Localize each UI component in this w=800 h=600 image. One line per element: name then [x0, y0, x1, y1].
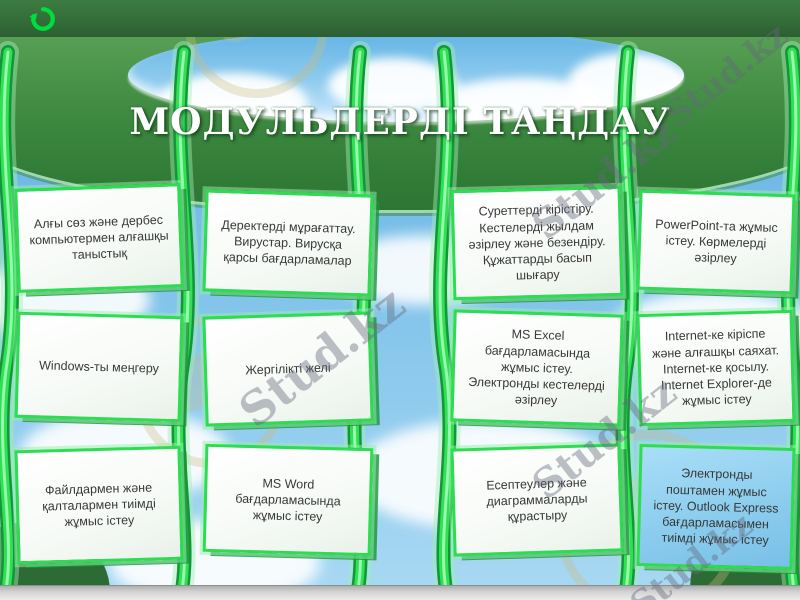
module-card-local-network[interactable]: Жергілікті желі — [202, 311, 374, 427]
bottom-strip — [0, 585, 800, 600]
replay-icon[interactable] — [28, 4, 58, 34]
page-title: МОДУЛЬДЕРДІ ТАҢДАУ — [129, 101, 671, 143]
module-card-label: MS Word бағдарламасында жұмыс істеу — [235, 475, 341, 525]
module-card-intro[interactable]: Алғы сөз және дербес компьютермен алғашқ… — [14, 183, 184, 293]
module-card-internet[interactable]: Internet-ке кіріспе және алғашқы саяхат.… — [636, 309, 796, 427]
module-card-label: Суреттерді кірістіру. Кестелерді жылдам … — [468, 201, 606, 283]
module-card-label: Электронды поштамен жұмыс істеу. Outlook… — [653, 466, 779, 548]
module-card-ms-word[interactable]: MS Word бағдарламасында жұмыс істеу — [202, 443, 374, 557]
top-bar — [0, 0, 800, 37]
module-card-pictures-tables[interactable]: Суреттерді кірістіру. Кестелерді жылдам … — [450, 185, 624, 301]
module-card-label: Алғы сөз және дербес компьютермен алғашқ… — [29, 212, 169, 263]
module-card-calculations-diagrams[interactable]: Есептеулер және диаграммаларды құрастыру — [450, 443, 624, 557]
module-card-ms-excel[interactable]: MS Excel бағдарламасында жұмыс істеу. Эл… — [450, 309, 624, 427]
module-card-label: MS Excel бағдарламасында жұмыс істеу. Эл… — [467, 327, 605, 409]
module-card-label: Есептеулер және диаграммаларды құрастыру — [486, 475, 588, 525]
module-card-powerpoint[interactable]: PowerPoint-та жұмыс істеу. Көрмелерді әз… — [636, 189, 796, 295]
module-card-label: Windows-ты меңгеру — [38, 358, 160, 376]
module-card-label: Файлдармен және қалталармен тиімді жұмыс… — [42, 480, 156, 530]
module-card-windows[interactable]: Windows-ты меңгеру — [14, 311, 184, 423]
module-card-label: PowerPoint-та жұмыс істеу. Көрмелерді әз… — [655, 216, 778, 266]
module-card-label: Деректерді мұрағаттау. Вирустар. Вирусқа… — [221, 217, 356, 269]
module-card-label: Internet-ке кіріспе және алғашқы саяхат.… — [651, 326, 780, 409]
module-card-files[interactable]: Файлдармен және қалталармен тиімді жұмыс… — [14, 445, 184, 565]
module-card-label: Жергілікті желі — [245, 360, 331, 378]
module-card-email-outlook[interactable]: Электронды поштамен жұмыс істеу. Outlook… — [636, 443, 796, 571]
module-card-archive-viruses[interactable]: Деректерді мұрағаттау. Вирустар. Вирусқа… — [202, 189, 374, 297]
